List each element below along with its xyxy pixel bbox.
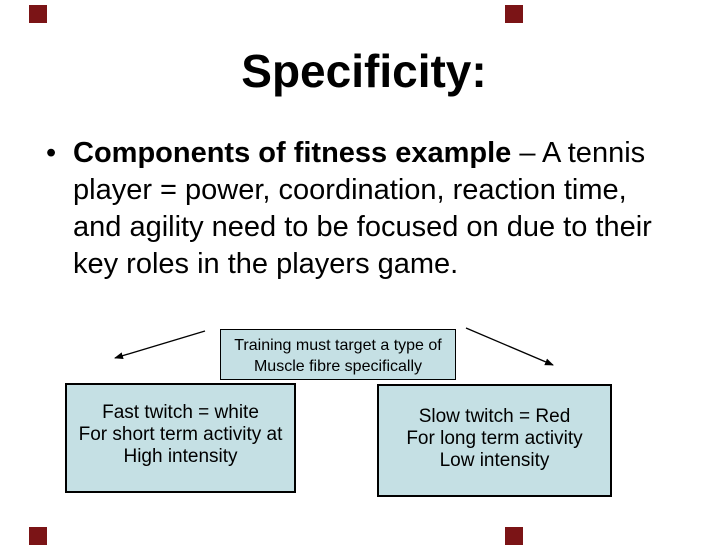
slow-twitch-line-2: For long term activity xyxy=(406,428,583,449)
bullet-paragraph: • Components of fitness example – A tenn… xyxy=(46,135,653,283)
corner-marker-top-right xyxy=(505,5,523,23)
fast-twitch-line-2: For short term activity at xyxy=(78,424,283,445)
training-box-line-1: Training must target a type of xyxy=(234,337,442,354)
corner-marker-bottom-left xyxy=(29,527,47,545)
fast-twitch-box: Fast twitch = white For short term activ… xyxy=(65,383,296,493)
bullet-paragraph-text: Components of fitness example – A tennis… xyxy=(73,135,653,283)
slide-title: Specificity: xyxy=(241,45,487,97)
arrow-to-slow-twitch xyxy=(465,327,554,366)
bullet-text-bold: Components of fitness example xyxy=(73,137,512,169)
arrow-to-fast-twitch xyxy=(114,330,206,360)
fast-twitch-line-3: High intensity xyxy=(123,446,238,467)
training-box-line-2: Muscle fibre specifically xyxy=(253,358,423,375)
training-target-box: Training must target a type of Muscle fi… xyxy=(220,329,456,380)
bullet-marker: • xyxy=(46,137,57,169)
bullet-text-regular: – A tennis player = power, coordination,… xyxy=(73,137,652,280)
slow-twitch-box: Slow twitch = Red For long term activity… xyxy=(377,384,612,497)
corner-marker-bottom-right xyxy=(505,527,523,545)
slow-twitch-line-1: Slow twitch = Red xyxy=(418,406,571,427)
corner-marker-top-left xyxy=(29,5,47,23)
slow-twitch-line-3: Low intensity xyxy=(439,450,550,471)
fast-twitch-line-1: Fast twitch = white xyxy=(102,402,259,423)
